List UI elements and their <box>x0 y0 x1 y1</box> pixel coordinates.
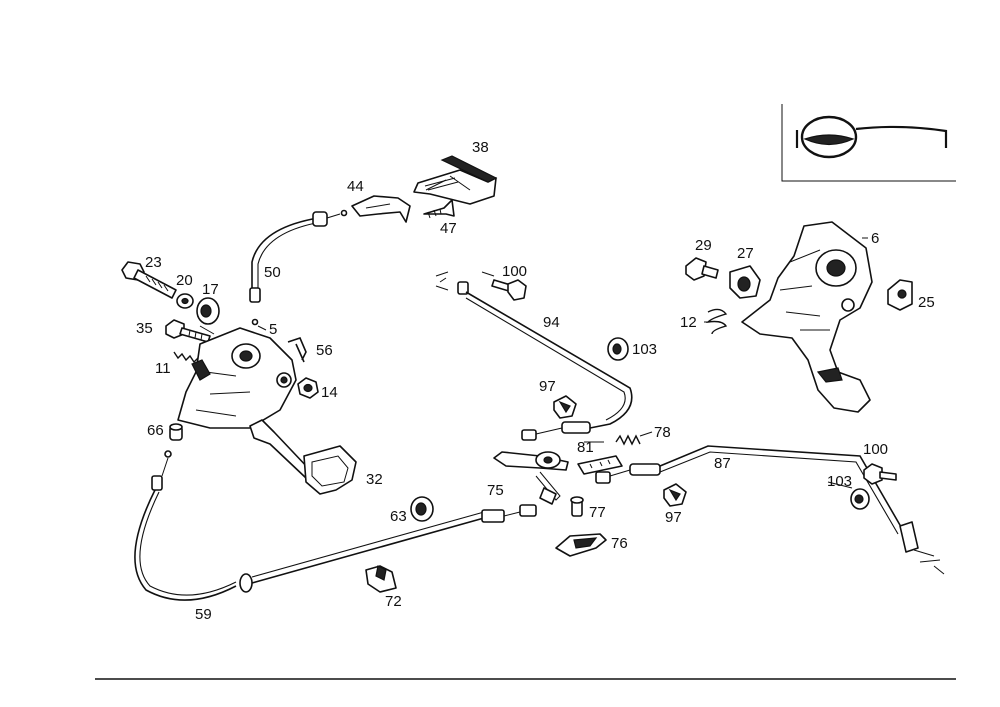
clip-97-lower[interactable] <box>663 483 687 507</box>
callout-97-upper: 97 <box>539 378 556 395</box>
bolt-100-lower[interactable] <box>863 463 897 485</box>
callout-38: 38 <box>472 139 489 156</box>
callout-78: 78 <box>654 424 671 441</box>
callout-100-upper: 100 <box>502 263 527 280</box>
callout-17: 17 <box>202 281 219 298</box>
callout-76: 76 <box>611 535 628 552</box>
callout-103-upper: 103 <box>632 341 657 358</box>
pedal-assembly[interactable] <box>177 327 357 495</box>
callout-14: 14 <box>321 384 338 401</box>
callout-27: 27 <box>737 245 754 262</box>
callout-23: 23 <box>145 254 162 271</box>
callout-12: 12 <box>680 314 697 331</box>
callout-32: 32 <box>366 471 383 488</box>
callout-81: 81 <box>577 439 594 456</box>
vehicle-orientation-inset <box>781 104 956 182</box>
callout-5: 5 <box>269 321 277 338</box>
part-25[interactable] <box>887 279 913 311</box>
callout-66: 66 <box>147 422 164 439</box>
callout-56: 56 <box>316 342 333 359</box>
screw-47[interactable] <box>423 199 455 219</box>
callout-35: 35 <box>136 320 153 337</box>
clip-72[interactable] <box>365 565 397 593</box>
callout-50: 50 <box>264 264 281 281</box>
callout-29: 29 <box>695 237 712 254</box>
clip-97-upper[interactable] <box>553 395 577 419</box>
bolt-23[interactable] <box>121 261 177 299</box>
callout-47: 47 <box>440 220 457 237</box>
grommet-63[interactable] <box>410 496 434 522</box>
bushing-17[interactable] <box>196 297 220 325</box>
spring-11[interactable] <box>173 351 199 364</box>
callout-77: 77 <box>589 504 606 521</box>
callout-11: 11 <box>155 360 171 377</box>
parking-brake-pedal-module[interactable] <box>741 221 873 413</box>
cable-equalizer[interactable] <box>493 451 569 505</box>
release-handle[interactable] <box>413 155 498 205</box>
grommet-103-lower[interactable] <box>850 488 870 510</box>
bracket-76[interactable] <box>555 533 607 557</box>
bolt-35[interactable] <box>165 319 211 343</box>
callout-72: 72 <box>385 593 402 610</box>
callout-labels: 38 44 47 50 23 20 17 35 5 56 11 14 66 32… <box>136 139 935 623</box>
bolt-100-upper[interactable] <box>481 271 527 301</box>
release-cable <box>249 209 348 326</box>
leader-lines <box>199 179 868 489</box>
rear-cable-right <box>435 271 633 441</box>
callout-87: 87 <box>714 455 731 472</box>
callout-97-lower: 97 <box>665 509 682 526</box>
spring-12[interactable] <box>706 308 728 335</box>
callout-75: 75 <box>487 482 504 499</box>
handle-bracket[interactable] <box>351 195 411 223</box>
callout-63: 63 <box>390 508 407 525</box>
bushing-66[interactable] <box>169 423 183 441</box>
callout-25: 25 <box>918 294 935 311</box>
part-27[interactable] <box>729 265 761 299</box>
callout-44: 44 <box>347 178 364 195</box>
pin-77[interactable] <box>570 496 584 517</box>
spring-78[interactable] <box>615 434 641 446</box>
nut-14[interactable] <box>297 377 319 399</box>
clip-56[interactable] <box>287 337 307 363</box>
callout-6: 6 <box>871 230 879 247</box>
callout-59: 59 <box>195 606 212 623</box>
callout-103-lower: 103 <box>827 473 852 490</box>
washer-hole <box>181 297 189 305</box>
front-cable <box>134 450 537 601</box>
rear-cable-left <box>595 445 945 575</box>
callout-20: 20 <box>176 272 193 289</box>
callout-94: 94 <box>543 314 560 331</box>
plate-81[interactable] <box>577 455 623 475</box>
part-29[interactable] <box>685 257 719 281</box>
grommet-103-upper[interactable] <box>607 337 629 361</box>
callout-100-lower: 100 <box>863 441 888 458</box>
